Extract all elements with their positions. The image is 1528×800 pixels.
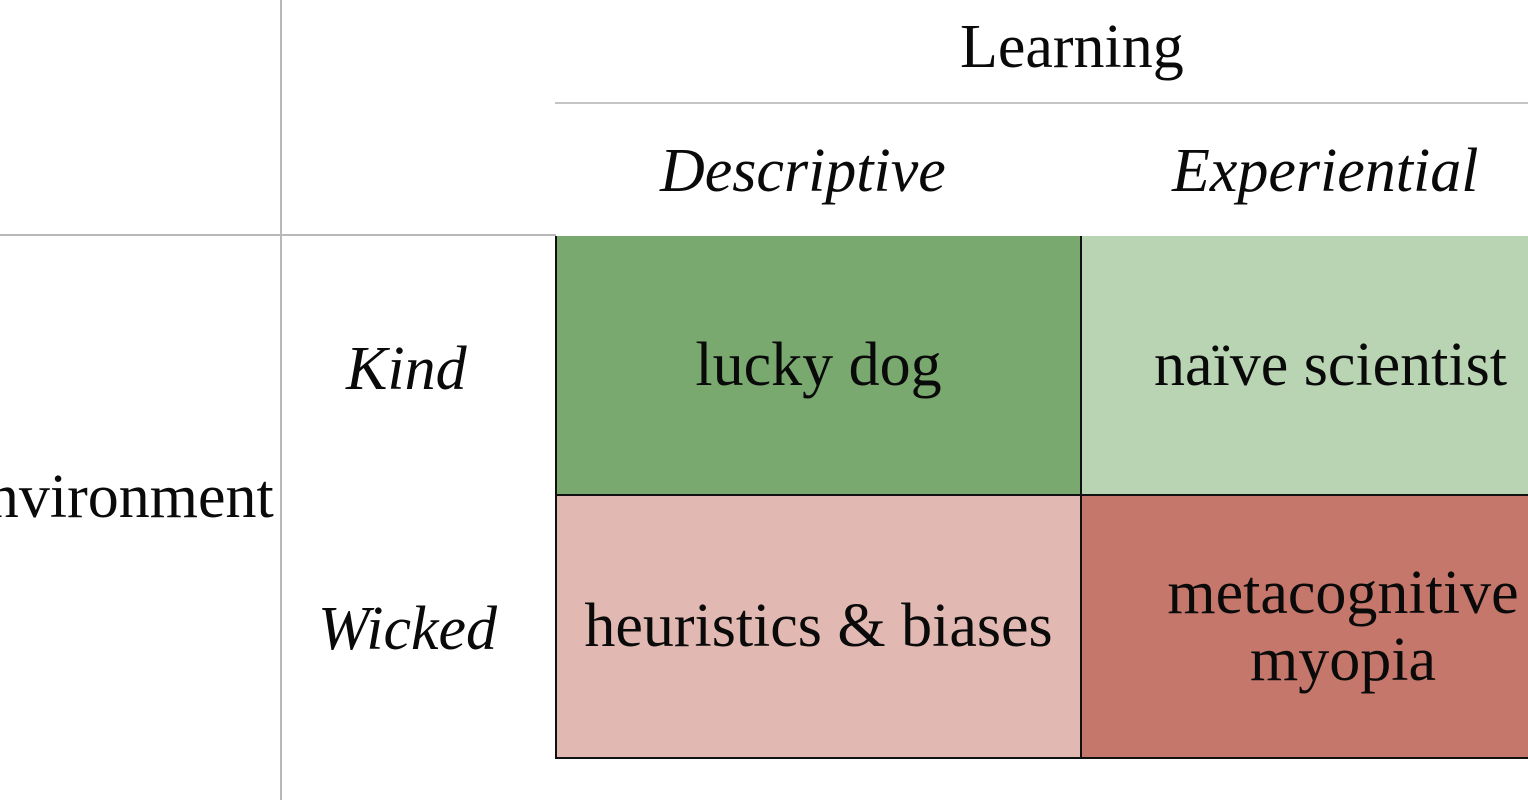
row-header-wicked: Wicked xyxy=(318,595,498,663)
cell-wicked-experiential: metacognitive myopia xyxy=(1082,496,1528,757)
learning-header-underline xyxy=(555,102,1528,104)
cell-label-line: metacognitive xyxy=(1167,558,1519,627)
row-header-kind: Kind xyxy=(346,335,467,403)
cell-label-line: myopia xyxy=(1250,625,1436,694)
cell-label: lucky dog xyxy=(695,330,942,399)
learning-header: Learning xyxy=(960,13,1184,81)
cell-label: naïve scientist xyxy=(1154,330,1507,399)
cell-wicked-descriptive: heuristics & biases xyxy=(557,496,1082,757)
cell-label-stack: metacognitive myopia xyxy=(1154,558,1528,694)
vertical-rule xyxy=(280,0,282,800)
cell-label: heuristics & biases xyxy=(584,592,1053,661)
column-header-experiential: Experiential xyxy=(1172,137,1479,205)
column-header-descriptive: Descriptive xyxy=(660,137,946,205)
environment-row-group-label: Environment xyxy=(0,463,274,531)
quadrant-grid: lucky dog naïve scientist heuristics & b… xyxy=(555,236,1528,759)
header-separator-rule xyxy=(0,234,556,236)
cell-kind-experiential: naïve scientist xyxy=(1082,236,1528,496)
cell-kind-descriptive: lucky dog xyxy=(557,236,1082,496)
